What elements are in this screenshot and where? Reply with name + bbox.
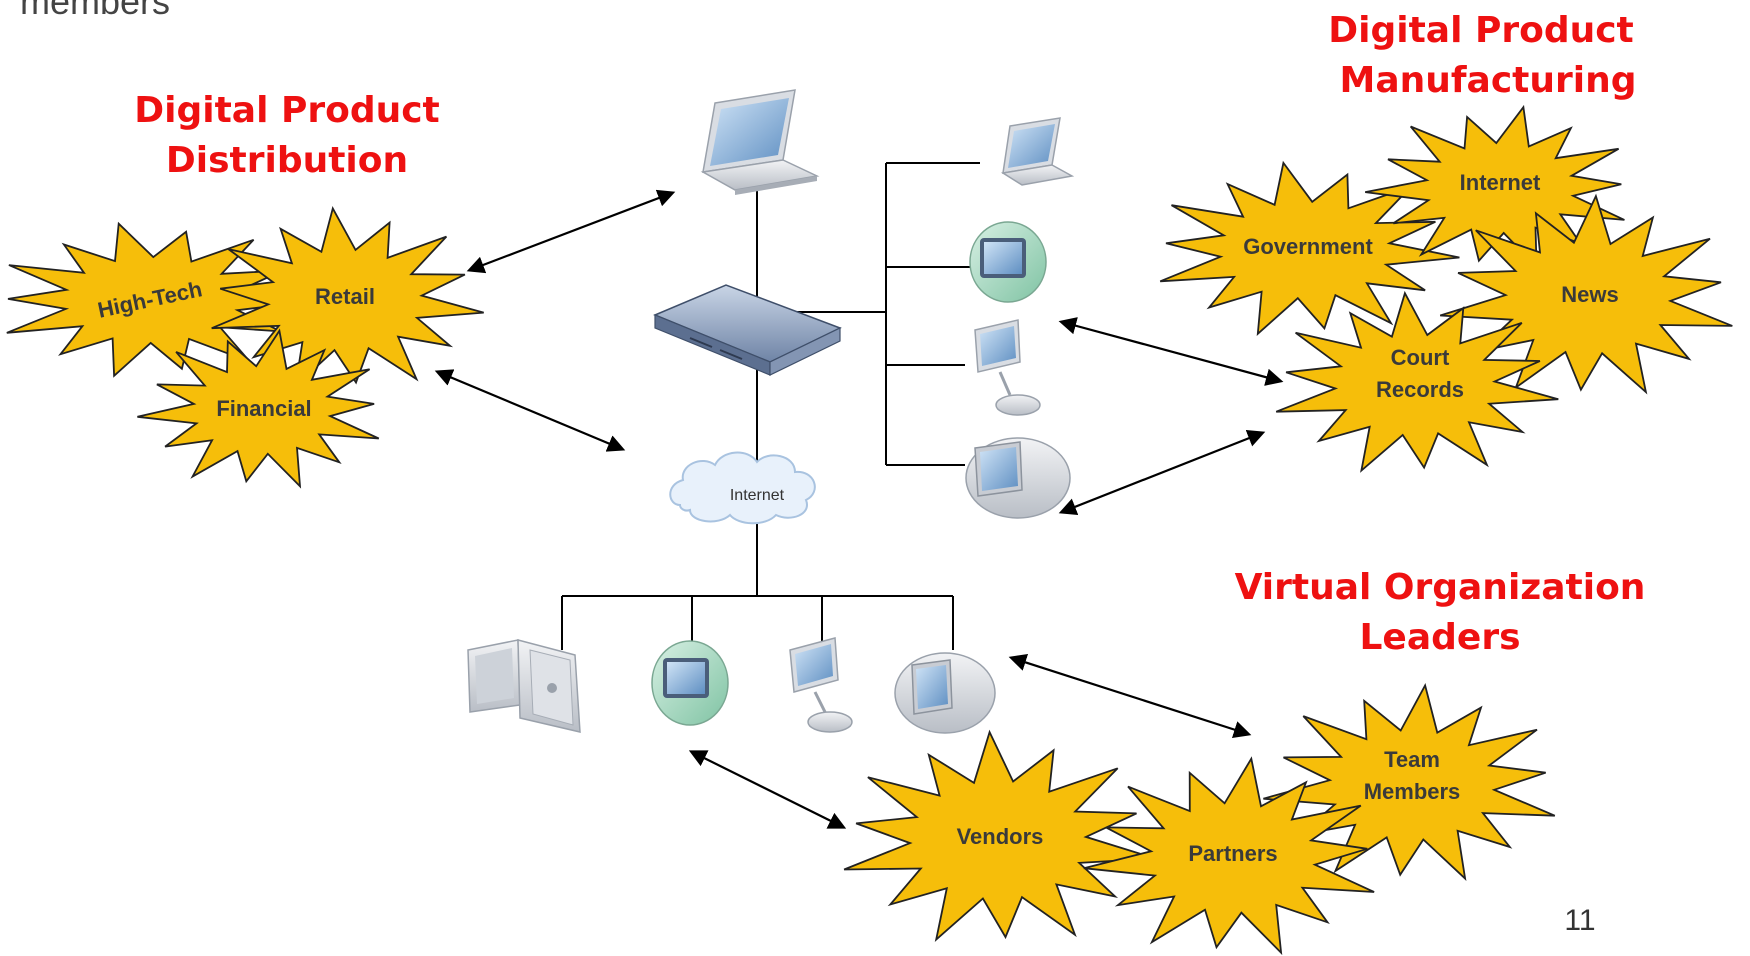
group-headings: Digital Product Distribution Digital Pro… <box>134 10 1645 658</box>
imac-right-icon <box>969 221 1047 303</box>
starburst-news <box>1439 193 1733 395</box>
heading-distribution-line2: Distribution <box>166 140 408 181</box>
burst-label-vendors: Vendors <box>957 824 1044 849</box>
flatpanel-bottom-icon <box>789 637 853 733</box>
burst-label-records: Records <box>1376 377 1464 402</box>
burst-label-court: Court <box>1391 345 1450 370</box>
arrow-device-to-court-records <box>1058 317 1284 386</box>
arrow-distribution-to-internet <box>434 369 626 452</box>
arrow-distribution-to-laptop <box>466 189 676 274</box>
laptop-right-icon <box>1000 117 1075 186</box>
flatpanel-right-icon <box>974 319 1041 416</box>
internet-cloud-icon: Internet <box>669 451 816 525</box>
arrow-device-to-manufacturing <box>1058 429 1266 516</box>
starburst-government <box>1159 160 1460 336</box>
starburst-internet <box>1365 104 1625 270</box>
burst-label-financial: Financial <box>216 396 311 421</box>
arrow-device-to-vendors <box>688 750 847 829</box>
cut-off-top-text: members <box>20 0 170 22</box>
heading-manufacturing-line2: Manufacturing <box>1340 60 1637 101</box>
heading-leaders-line1: Virtual Organization <box>1235 567 1646 608</box>
burst-label-team: Team <box>1384 747 1440 772</box>
heading-distribution-line1: Digital Product <box>134 90 440 131</box>
starburst-team-members <box>1263 682 1556 881</box>
starburst-high-tech <box>6 221 313 378</box>
powermac-tower-icon <box>467 639 581 733</box>
internet-cloud-label: Internet <box>730 487 785 504</box>
page-number: 11 <box>1564 904 1595 937</box>
arrow-device-to-team-members <box>1008 653 1252 739</box>
starburst-vendors <box>843 729 1156 943</box>
starburst-layer <box>6 104 1733 956</box>
router-icon <box>653 284 842 376</box>
network-lines <box>561 162 980 650</box>
starburst-court-records <box>1275 290 1559 473</box>
heading-leaders-line2: Leaders <box>1359 617 1520 658</box>
burst-label-retail: Retail <box>315 284 375 309</box>
emac-right-icon <box>965 437 1071 519</box>
burst-label-partners: Partners <box>1188 841 1277 866</box>
imac-bottom-icon <box>651 640 729 726</box>
heading-manufacturing-line1: Digital Product <box>1328 10 1634 51</box>
starburst-financial <box>137 328 380 489</box>
emac-bottom-icon <box>894 652 996 734</box>
burst-label-members: Members <box>1364 779 1461 804</box>
connection-arrows <box>434 189 1284 829</box>
burst-label-internet: Internet <box>1460 170 1541 195</box>
burst-label-government: Government <box>1243 234 1373 259</box>
starburst-partners <box>1083 756 1375 956</box>
burst-label-news: News <box>1561 282 1618 307</box>
laptop-top-icon <box>700 89 820 195</box>
